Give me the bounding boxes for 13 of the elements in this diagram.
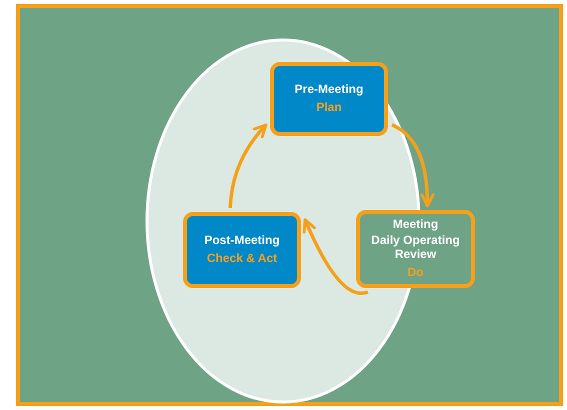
cycle-arrow xyxy=(391,123,434,208)
box-heading: Post-Meeting xyxy=(204,234,280,248)
box-heading: Daily Operating Review xyxy=(370,234,461,262)
phase-label: Plan xyxy=(316,101,342,115)
box-heading: Meeting xyxy=(392,218,438,232)
phase-label: Do xyxy=(408,266,424,280)
phase-box xyxy=(270,62,388,136)
phase-box xyxy=(183,212,301,288)
cycle-arrow xyxy=(228,124,268,208)
phase-label: Check & Act xyxy=(206,252,278,266)
cycle-arrow xyxy=(302,218,368,295)
phase-box xyxy=(356,210,475,288)
box-heading: Pre-Meeting xyxy=(294,83,364,97)
